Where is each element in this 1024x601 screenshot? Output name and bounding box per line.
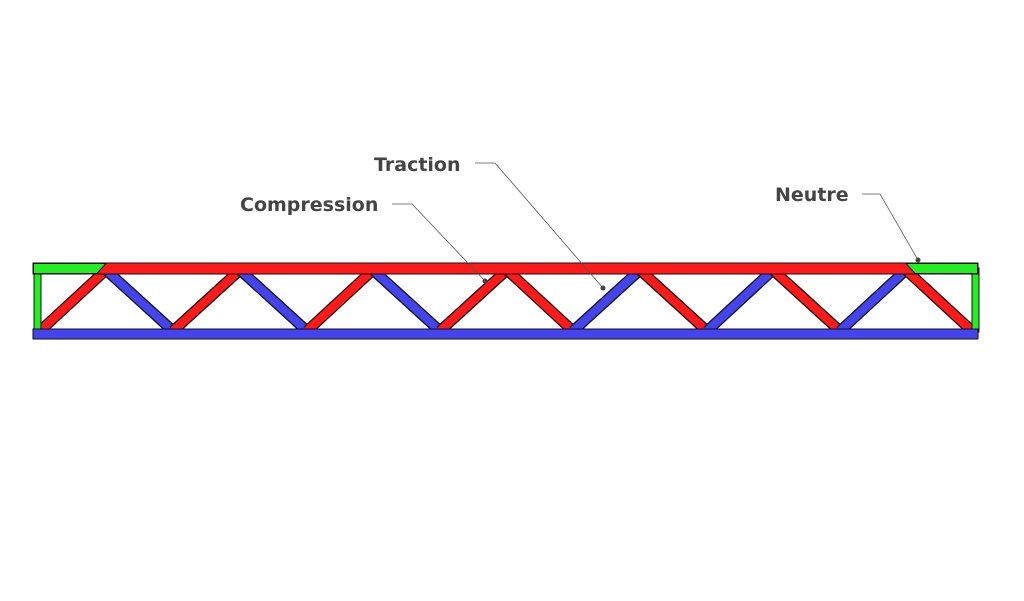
- diagonal-member: [903, 266, 975, 335]
- diagonal-member: [170, 266, 243, 335]
- right-vertical: [971, 267, 980, 333]
- diagonal-member: [370, 266, 443, 335]
- diagonal-member: [504, 266, 576, 335]
- compression-leader-arrow-icon: [482, 278, 488, 284]
- label-compression: Compression: [240, 194, 379, 216]
- diagonal-member: [837, 266, 909, 335]
- diagonal-member: [237, 266, 310, 335]
- neutral-leader-arrow-icon: [915, 257, 921, 263]
- diagonal-member: [770, 266, 843, 335]
- diagonal-member: [37, 266, 109, 335]
- neutral-leader-line: [862, 193, 919, 261]
- left-vertical: [33, 267, 42, 333]
- diagonal-member: [637, 266, 710, 335]
- diagonal-member: [304, 266, 376, 335]
- diagonal-member: [103, 266, 176, 335]
- diagonal-member: [437, 266, 510, 335]
- top-chord: [32, 262, 979, 275]
- compression-leader-line: [392, 203, 486, 282]
- top-chord-left-neutral: [33, 263, 108, 274]
- traction-leader-line: [475, 162, 604, 289]
- label-traction: Traction: [374, 154, 461, 176]
- traction-leader-arrow-icon: [600, 285, 606, 291]
- top-chord-right-neutral: [904, 263, 978, 274]
- diagonal-member: [704, 266, 776, 335]
- bottom-chord: [32, 328, 979, 340]
- label-neutral: Neutre: [775, 184, 849, 206]
- diagonal-member: [570, 266, 643, 335]
